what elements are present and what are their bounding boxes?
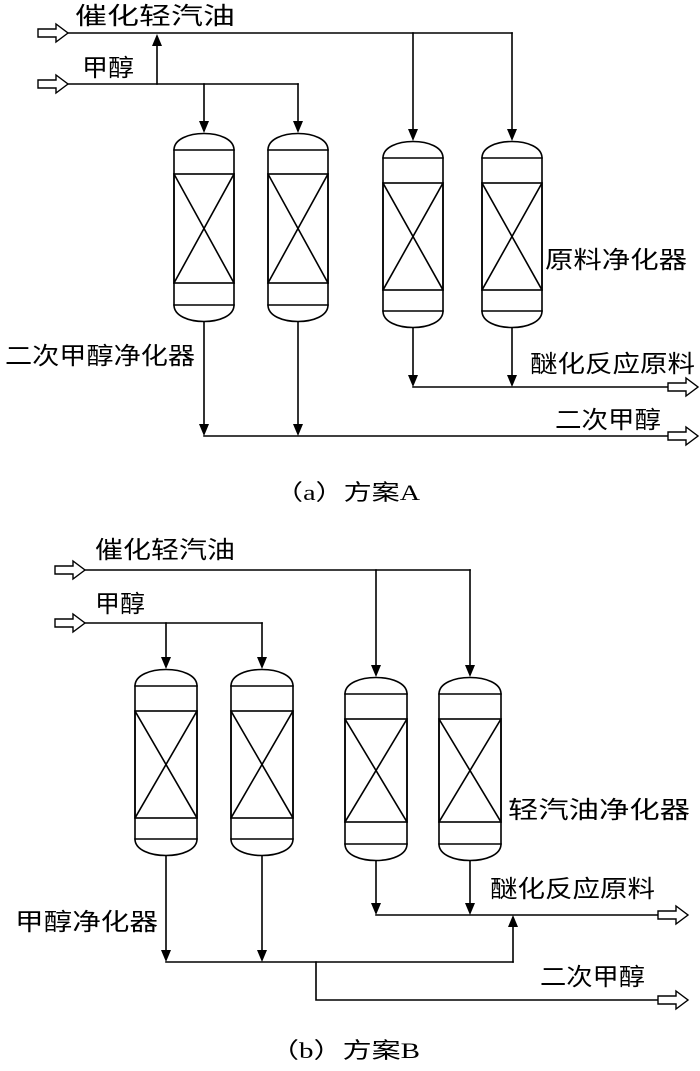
secondary-methanol-pipe-b (315, 961, 659, 1001)
label-secondary-methanol-purifier-a: 二次甲醇净化器 (5, 343, 195, 370)
secondary-methanol-outlet-arrow-b (657, 989, 690, 1011)
methanol-to-etherification-arrowhead-b (508, 915, 518, 927)
raw-purifier-vessel-a3 (381, 140, 445, 329)
vessel-shell (382, 140, 444, 329)
caption-scheme-a: （a）方案A (275, 480, 420, 505)
gasoline-purifier-outlet-arrowhead-b3 (371, 903, 381, 915)
packing-bed-diagonal (480, 181, 544, 292)
packing-bed-diagonal (133, 709, 199, 820)
packing-bed-diagonal (437, 717, 503, 824)
methanol-inlet-arrow-a (37, 73, 70, 95)
packing-bed (344, 718, 408, 823)
vessel-shell (134, 668, 198, 857)
packing-bed (134, 710, 198, 819)
etherification-feed-outlet-arrow-a (667, 376, 700, 398)
gasoline-branch-arrowhead-a3 (408, 129, 418, 141)
caption-scheme-b: （b）方案B (270, 1038, 420, 1063)
methanol-purifier-outlet-arrowhead-b2 (257, 950, 267, 962)
secondary-methanol-outlet-arrow-a (667, 425, 700, 447)
packing-bed-diagonal (229, 709, 295, 820)
packing-bed (438, 718, 502, 823)
scheme-a: 催化轻汽油 甲醇 原料净化器 二次甲醇净化器 醚化反应原料 二次甲醇 （a）方案… (5, 3, 700, 505)
packing-bed (173, 173, 235, 284)
packing-bed-diagonal (266, 172, 330, 285)
methanol-purifier-vessel-b1 (133, 668, 199, 857)
methanol-branch-arrowhead-a1 (199, 121, 209, 133)
methanol-inlet-arrow-b (54, 612, 87, 634)
gasoline-inlet-arrow-a (37, 22, 70, 44)
label-feed-gasoline-a: 催化轻汽油 (75, 3, 235, 30)
packing-bed (230, 710, 294, 819)
label-feed-methanol-b: 甲醇 (95, 591, 145, 618)
gasoline-branch-arrowhead-b4 (465, 665, 475, 677)
label-feed-methanol-a: 甲醇 (82, 55, 134, 82)
label-etherification-feed-a: 醚化反应原料 (530, 351, 695, 378)
methanol-branch-arrowhead-b2 (257, 657, 267, 669)
methanol-bypass-arrowhead-a (152, 34, 162, 46)
methanol-branch-arrowhead-a2 (293, 121, 303, 133)
label-raw-purifier-a: 原料净化器 (545, 247, 687, 274)
packing-bed (481, 182, 543, 291)
gasoline-inlet-arrow-b (54, 559, 87, 581)
label-secondary-methanol-b: 二次甲醇 (540, 964, 645, 991)
label-etherification-feed-b: 醚化反应原料 (490, 876, 655, 903)
packing-bed-diagonal (343, 717, 409, 824)
gasoline-branch-arrowhead-a4 (507, 129, 517, 141)
gasoline-branch-arrowhead-b3 (371, 665, 381, 677)
label-feed-gasoline-b: 催化轻汽油 (95, 537, 235, 564)
gasoline-purifier-vessel-b4 (437, 676, 503, 862)
packing-bed (382, 182, 444, 291)
gasoline-purifier-vessel-b3 (343, 676, 409, 862)
secondary-methanol-purifier-vessel-a1 (172, 132, 236, 323)
vessel-shell (230, 668, 294, 857)
gasoline-purifier-outlet-arrowhead-b4 (465, 903, 475, 915)
label-secondary-methanol-a: 二次甲醇 (555, 407, 661, 434)
methanol-branch-arrowhead-b1 (161, 657, 171, 669)
label-gasoline-purifier-b: 轻汽油净化器 (508, 797, 690, 824)
packing-bed-diagonal (172, 172, 236, 285)
vessel-shell (481, 140, 543, 329)
packing-bed (267, 173, 329, 284)
methanol-purifier-vessel-b2 (229, 668, 295, 857)
scheme-b: 催化轻汽油 甲醇 轻汽油净化器 醚化反应原料 甲醇净化器 二次甲醇 （b）方案B (15, 537, 690, 1063)
packing-bed-diagonal (381, 181, 445, 292)
raw-purifier-vessel-a4 (480, 140, 544, 329)
raw-purifier-outlet-arrowhead-a3 (408, 375, 418, 387)
secondary-methanol-purifier-vessel-a2 (266, 132, 330, 323)
raw-purifier-outlet-arrowhead-a4 (507, 375, 517, 387)
methanol-purifier-outlet-arrowhead-a1 (199, 424, 209, 436)
label-methanol-purifier-b: 甲醇净化器 (15, 909, 158, 936)
methanol-purifier-outlet-arrowhead-a2 (293, 424, 303, 436)
etherification-feed-outlet-arrow-b (657, 904, 690, 926)
methanol-purifier-outlet-arrowhead-b1 (161, 950, 171, 962)
